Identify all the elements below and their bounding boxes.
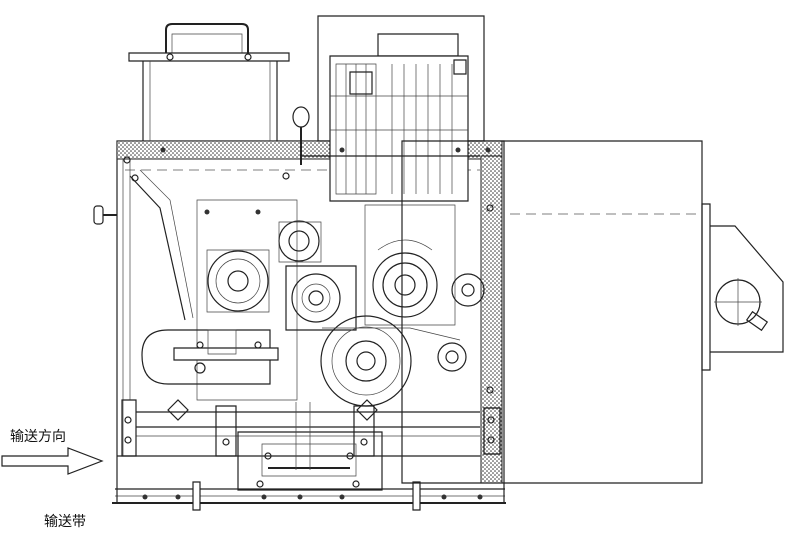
- fasteners: [124, 147, 494, 488]
- foot-bolts: [142, 482, 483, 510]
- conveyor-belt-label: 输送带: [44, 514, 86, 530]
- gearbox: [365, 205, 484, 325]
- slide-rail: [142, 330, 278, 384]
- drum-housing: [402, 141, 783, 483]
- conveying-direction-arrow: [2, 448, 102, 474]
- center-gear: [286, 266, 356, 330]
- lower-frame: [122, 400, 500, 490]
- side-knob: [94, 206, 117, 224]
- conveying-direction-label: 输送方向: [10, 429, 66, 445]
- motor-enclosure: [300, 16, 484, 201]
- chute: [130, 160, 193, 400]
- lever-knob: [293, 107, 309, 165]
- upper-gear-pair: [279, 221, 321, 262]
- hopper: [129, 24, 289, 141]
- left-gear-plate: [197, 200, 297, 400]
